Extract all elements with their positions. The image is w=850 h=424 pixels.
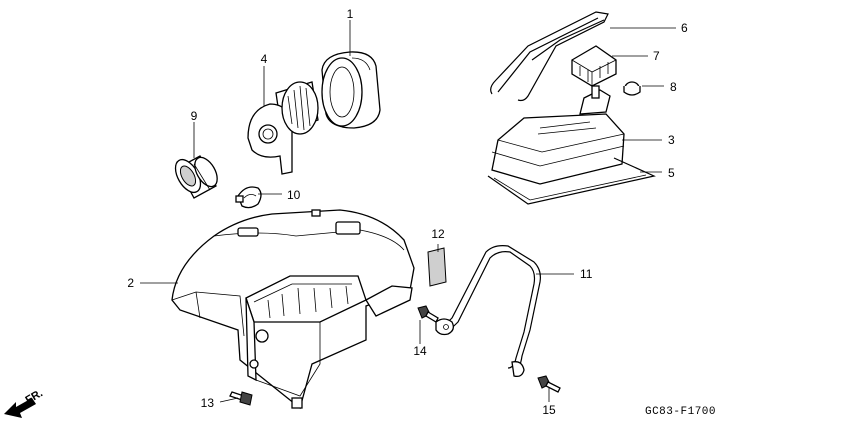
callout-9: 9 (191, 109, 198, 123)
drawing-code: GC83-F1700 (645, 406, 716, 418)
part-8-grommet (623, 81, 641, 96)
callout-numbers: 1 2 3 4 5 6 7 8 9 10 11 12 13 14 15 (127, 7, 688, 417)
part-3-cover (491, 85, 625, 185)
callout-4: 4 (261, 52, 268, 66)
callout-2: 2 (127, 276, 134, 290)
part-13-bolt (229, 391, 253, 406)
front-arrow-icon (4, 398, 36, 418)
callout-15: 15 (542, 403, 556, 417)
part-7-clip-bracket (571, 45, 617, 87)
direction-label: FR. (24, 387, 45, 406)
part-11-case-stay (435, 245, 541, 378)
part-12-label (427, 247, 447, 287)
part-6-wire-clip (490, 11, 609, 102)
leader-lines (140, 20, 676, 403)
callout-6: 6 (681, 21, 688, 35)
callout-13: 13 (201, 396, 215, 410)
part-14-bolt (417, 305, 439, 323)
front-direction-indicator: FR. (4, 387, 45, 418)
part-15-bolt (537, 375, 561, 393)
part-4-element-holder (247, 81, 319, 175)
callout-10: 10 (287, 188, 301, 202)
part-9-connecting-tube (174, 155, 218, 199)
part-1-filter-element (321, 51, 381, 129)
callout-7: 7 (653, 49, 660, 63)
callout-3: 3 (668, 133, 675, 147)
callout-1: 1 (347, 7, 354, 21)
callout-14: 14 (413, 344, 427, 358)
part-10-tube-band (235, 186, 262, 209)
callout-12: 12 (431, 227, 445, 241)
part-5-cover-packing (487, 157, 656, 205)
callout-8: 8 (670, 80, 677, 94)
callout-11: 11 (580, 267, 593, 281)
part-2-case (171, 209, 415, 410)
callout-5: 5 (668, 166, 675, 180)
